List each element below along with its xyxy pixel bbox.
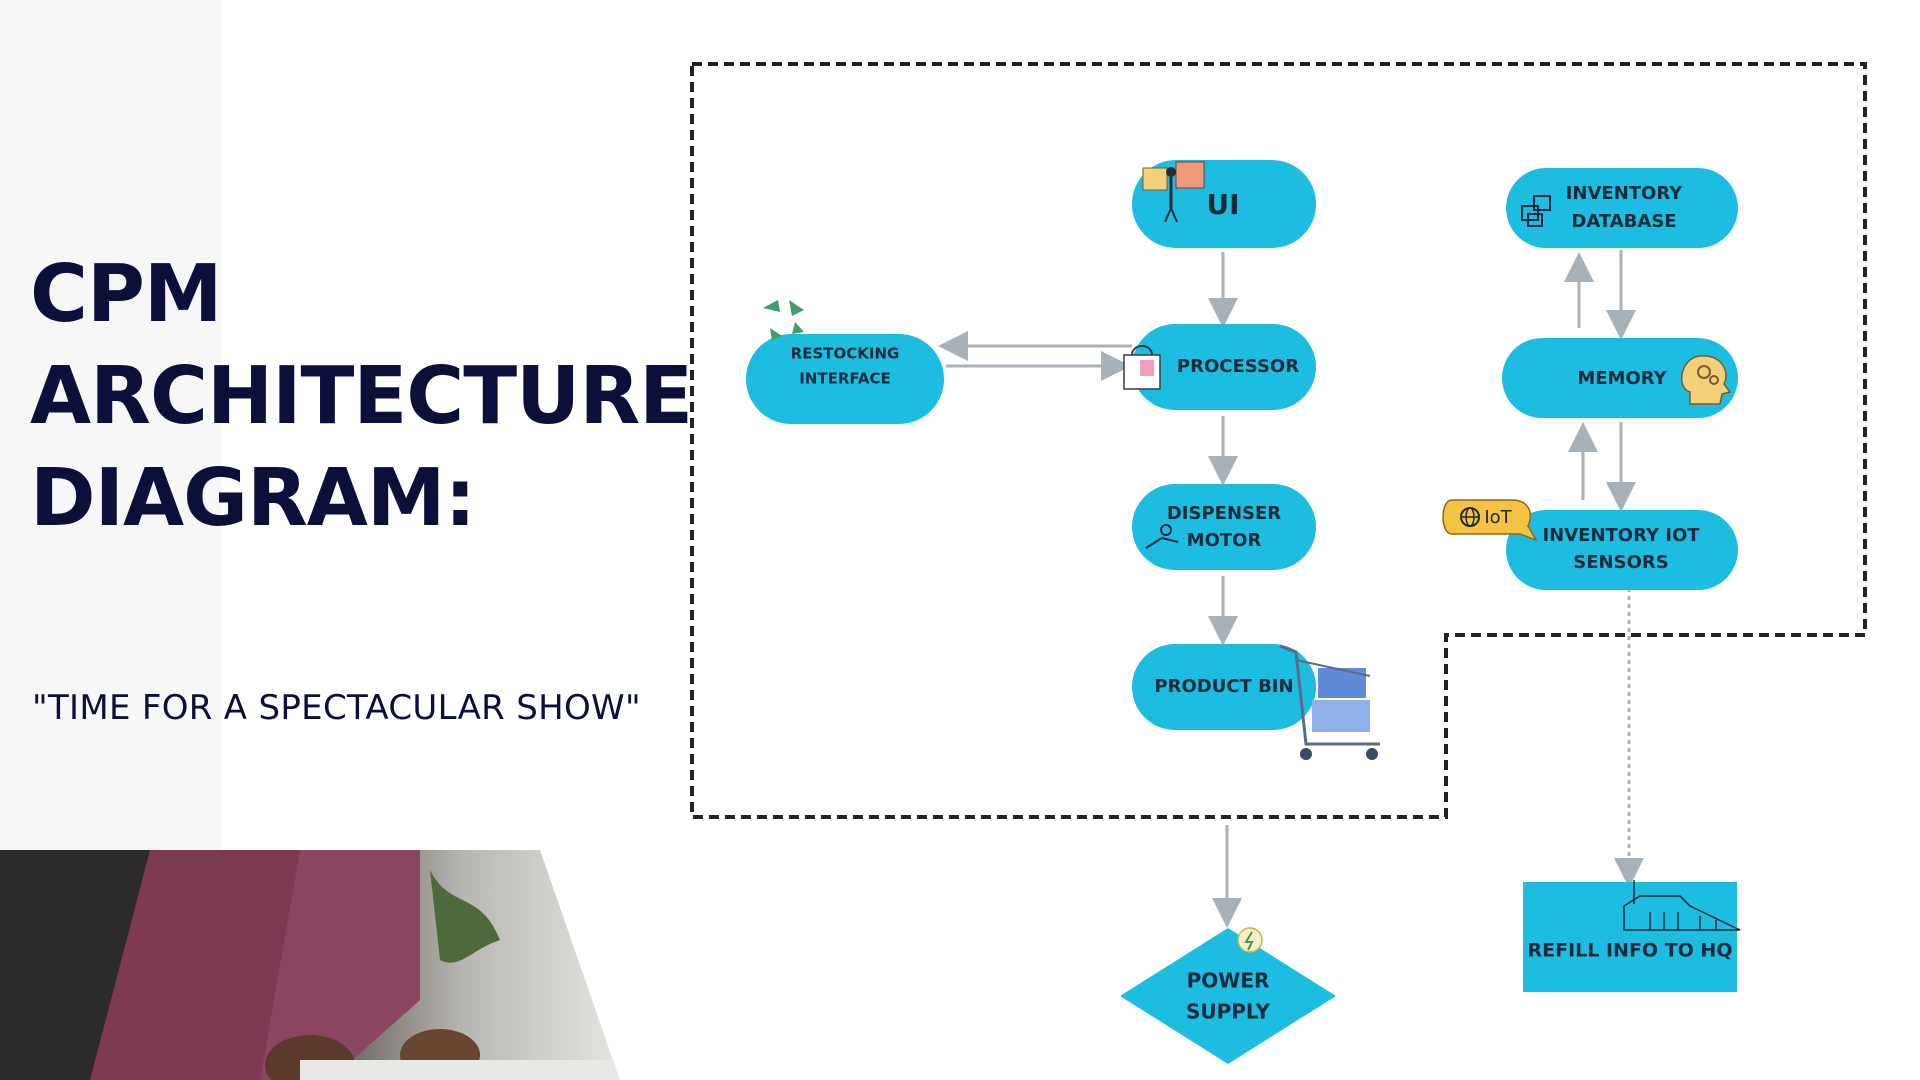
node-restocking: RESTOCKING INTERFACE [746,300,944,424]
node-product-bin: PRODUCT BIN [1132,644,1380,760]
recycle-arrows-icon [763,300,804,340]
subtitle: "TIME FOR A SPECTACULAR SHOW" [32,688,641,728]
node-processor-label: PROCESSOR [1177,356,1299,377]
node-restocking-label-2: INTERFACE [799,370,891,388]
connectors [938,250,1644,928]
node-restocking-label-1: RESTOCKING [791,345,900,363]
node-dispenser-label-2: MOTOR [1187,530,1262,551]
shopping-cart-icon [1279,644,1380,760]
node-power-supply-label-1: POWER [1187,969,1270,993]
hand-coin-icon [1145,524,1179,549]
title-line-3: DIAGRAM: [30,452,476,544]
iot-globe-icon: IoT [1442,499,1538,542]
title-line-1: CPM [30,248,223,340]
node-dispenser: DISPENSER MOTOR [1132,484,1316,570]
title-line-2: ARCHITECTURE [30,350,693,442]
head-gears-icon [1681,355,1732,405]
boxes-icon [1521,195,1551,227]
lightbulb-icon [1237,927,1263,953]
left-panel [0,0,222,850]
node-inventory-iot: INVENTORY IOT SENSORS IoT [1442,499,1738,590]
node-memory-label: MEMORY [1577,368,1667,389]
node-inventory-db-label-1: INVENTORY [1566,183,1684,204]
node-inventory-iot-label-1: INVENTORY IOT [1542,525,1700,546]
node-memory: MEMORY [1502,338,1738,418]
node-inventory-db: INVENTORY DATABASE [1506,168,1738,248]
system-boundary [690,62,1867,819]
node-product-bin-label: PRODUCT BIN [1154,676,1293,697]
node-refill-hq: REFILL INFO TO HQ [1523,880,1741,992]
iot-badge-label: IoT [1484,507,1512,528]
shopping-bag-icon [1123,345,1161,390]
person-at-screen-icon [1142,161,1205,223]
hands-photo [0,850,620,1080]
node-ui: UI [1132,160,1316,248]
node-power-supply-label-2: SUPPLY [1186,1000,1271,1024]
page-title: CPM ARCHITECTURE DIAGRAM: [30,243,693,549]
node-inventory-iot-label-2: SENSORS [1573,552,1668,573]
node-power-supply: POWER SUPPLY [1120,927,1336,1064]
node-inventory-db-label-2: DATABASE [1571,211,1676,232]
factory-icon [1623,880,1741,931]
node-dispenser-label-1: DISPENSER [1167,503,1281,524]
node-ui-label: UI [1206,188,1239,221]
node-refill-hq-label: REFILL INFO TO HQ [1528,940,1733,962]
node-processor: PROCESSOR [1123,324,1316,410]
